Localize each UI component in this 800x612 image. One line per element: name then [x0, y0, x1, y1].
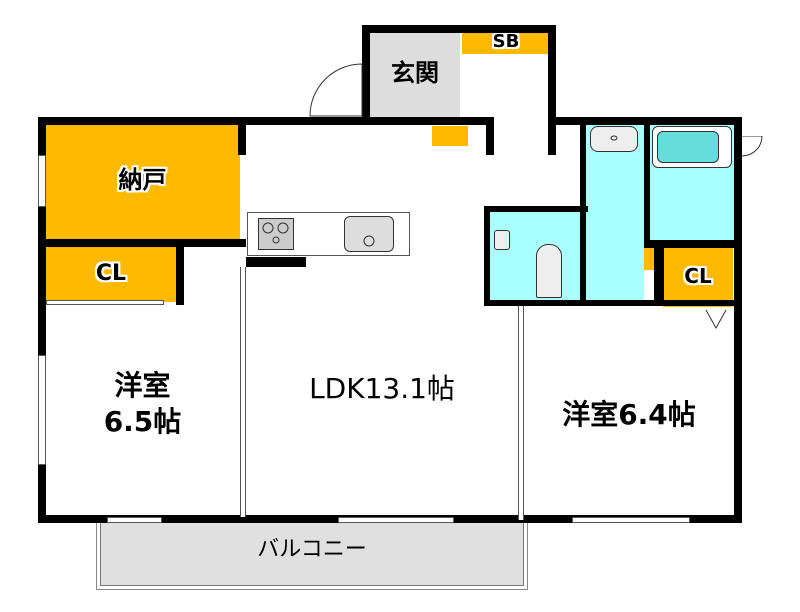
closet-door: [705, 309, 727, 330]
wall: [734, 117, 742, 523]
washroom: [586, 124, 644, 300]
wall: [362, 25, 370, 125]
western-room-left: 洋室 6.5帖: [45, 305, 240, 515]
wall: [548, 117, 742, 125]
wall: [486, 117, 494, 155]
balcony-label: バルコニー: [257, 537, 367, 562]
wall: [484, 300, 742, 306]
small-storage: [432, 126, 468, 146]
wall: [38, 117, 494, 125]
wall: [484, 206, 490, 306]
entrance-door-swing: [309, 63, 363, 117]
shoe-box-label: SB: [492, 31, 520, 52]
wall: [644, 125, 650, 247]
western-room-right-label: 洋室6.4帖: [562, 398, 696, 431]
closet-left-label: CL: [95, 261, 127, 286]
window: [38, 355, 46, 465]
closet-right-label: CL: [684, 264, 712, 288]
wall: [176, 247, 184, 305]
hand-sink-icon: [494, 230, 510, 250]
ldk-label: LDK13.1帖: [309, 372, 455, 405]
window: [107, 517, 162, 523]
western-room-right: 洋室6.4帖: [524, 305, 734, 515]
western-room-left-label-1: 洋室: [114, 369, 171, 402]
window: [38, 155, 46, 207]
wall: [518, 306, 524, 520]
closet-right: CL: [663, 247, 733, 307]
toilet: [490, 212, 580, 300]
washbasin-icon: [590, 126, 638, 152]
stove-icon: [258, 218, 294, 250]
wall: [240, 267, 246, 517]
storage-room: 納戸: [45, 124, 240, 239]
entrance: 玄関: [370, 32, 460, 117]
small-storage-2: [644, 248, 654, 270]
toilet-icon: [536, 244, 562, 298]
entrance-label: 玄関: [391, 59, 439, 87]
wall: [644, 240, 742, 248]
window: [46, 300, 164, 305]
bath-door-swing: [742, 136, 763, 157]
wall: [484, 206, 588, 212]
ldk: LDK13.1帖: [246, 124, 518, 516]
wall: [246, 257, 306, 267]
western-room-left-label-2: 6.5帖: [103, 405, 182, 438]
wall: [654, 248, 664, 306]
sink-icon: [344, 216, 394, 252]
closet-left: CL: [45, 247, 177, 302]
shoe-box: SB: [462, 32, 550, 54]
wall: [38, 117, 46, 523]
window: [338, 517, 454, 523]
balcony: バルコニー: [100, 522, 524, 586]
window: [572, 517, 690, 523]
wall: [580, 125, 586, 306]
wall: [238, 125, 246, 155]
wall: [46, 239, 246, 247]
storage-room-label: 納戸: [118, 166, 167, 194]
bathtub-icon: [652, 126, 732, 168]
wall: [548, 25, 556, 155]
wall: [362, 25, 556, 33]
